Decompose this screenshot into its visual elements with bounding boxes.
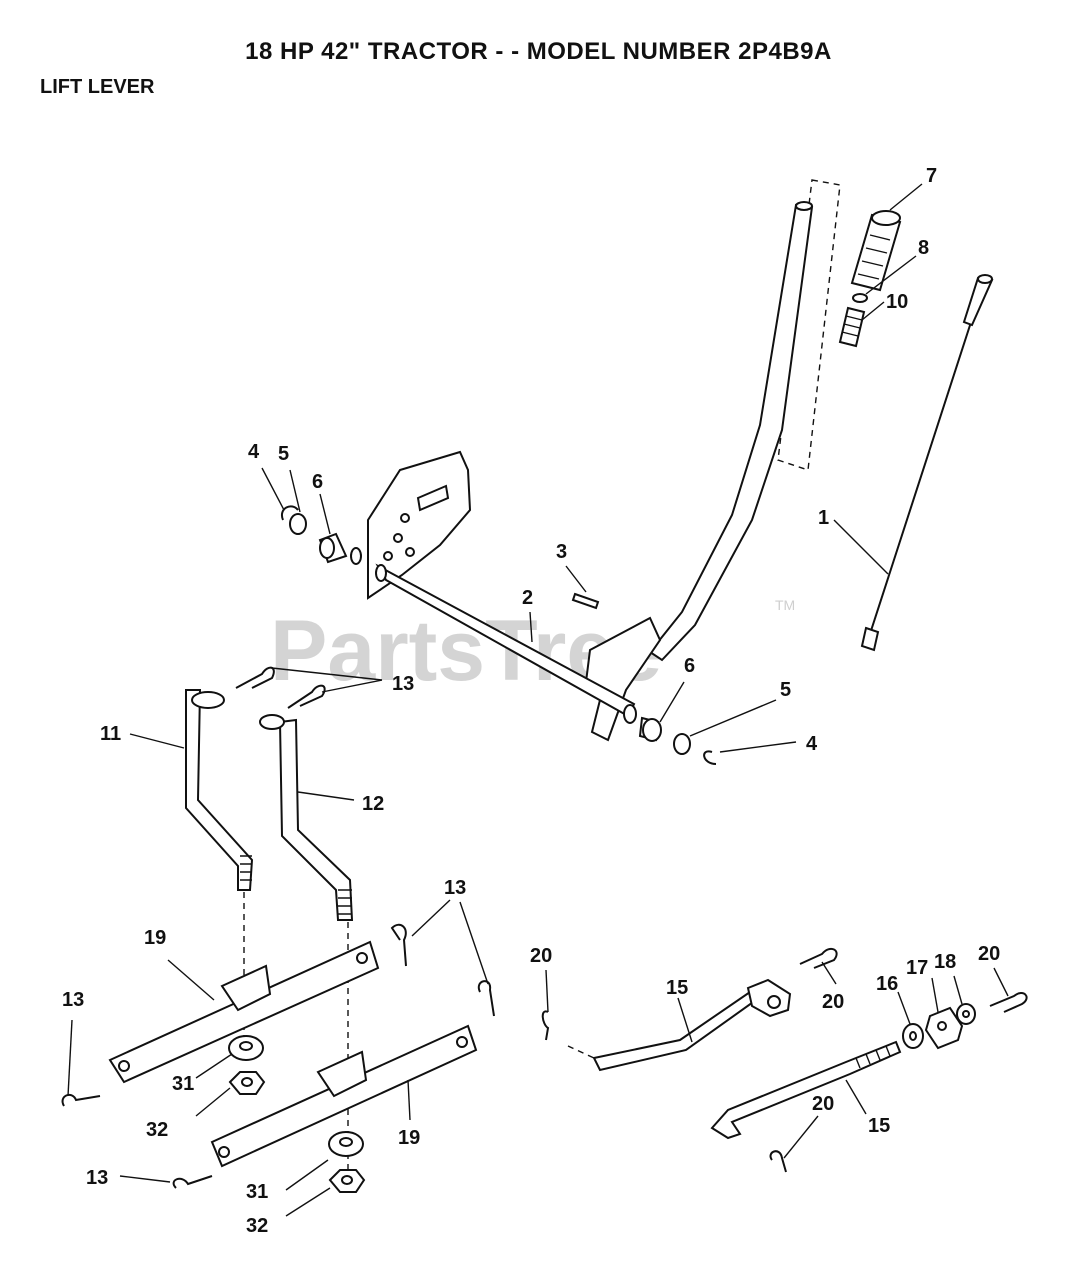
- part-16-jam-nut[interactable]: [902, 1023, 924, 1049]
- part-3-key[interactable]: [571, 592, 600, 610]
- callout-20-right: 20: [978, 943, 1000, 965]
- part-32-nut-upper[interactable]: [228, 1071, 266, 1095]
- page-title: 18 HP 42" TRACTOR - - MODEL NUMBER 2P4B9…: [245, 38, 832, 65]
- callout-4-upper: 4: [248, 441, 260, 463]
- part-15-rod-lower[interactable]: [710, 1040, 902, 1140]
- callout-12: 12: [362, 793, 384, 815]
- part-6-bushing-right[interactable]: [623, 704, 662, 742]
- part-6-bushing-left[interactable]: [318, 532, 362, 565]
- callout-4-lower: 4: [806, 733, 818, 755]
- part-20-pin-bottom[interactable]: [769, 1150, 787, 1173]
- callout-8: 8: [918, 237, 929, 259]
- callout-15-lower: 15: [868, 1115, 890, 1137]
- part-32-nut-lower[interactable]: [328, 1169, 366, 1193]
- callout-16: 16: [876, 973, 898, 995]
- callout-7: 7: [926, 165, 937, 187]
- callout-13-mid: 13: [444, 877, 466, 899]
- callout-6-upper: 6: [312, 471, 323, 493]
- part-13-pin-bottom[interactable]: [172, 1175, 213, 1189]
- part-11-lift-link[interactable]: [185, 689, 254, 891]
- callout-5-upper: 5: [278, 443, 289, 465]
- callout-31-lower: 31: [246, 1181, 268, 1203]
- callout-31-upper: 31: [172, 1073, 194, 1095]
- part-20-pin-left[interactable]: [541, 1010, 550, 1041]
- part-20-pin-upper[interactable]: [799, 947, 838, 969]
- callout-1: 1: [818, 507, 829, 529]
- part-7-grip[interactable]: [850, 210, 902, 292]
- callout-32-lower: 32: [246, 1215, 268, 1237]
- callout-32-upper: 32: [146, 1119, 168, 1141]
- part-15-rod-upper[interactable]: [567, 978, 792, 1072]
- callout-13-bottom: 13: [86, 1167, 108, 1189]
- lift-lever-handle[interactable]: [583, 201, 814, 742]
- callout-20-left: 20: [530, 945, 552, 967]
- part-13-pin-mid[interactable]: [390, 923, 407, 967]
- watermark-tm: TM: [775, 597, 795, 613]
- part-8-washer[interactable]: [852, 293, 868, 303]
- callout-13-left: 13: [62, 989, 84, 1011]
- callout-11: 11: [100, 723, 121, 745]
- callout-10: 10: [886, 291, 908, 313]
- part-1-lift-rod[interactable]: [860, 274, 994, 652]
- part-31-bushing-upper[interactable]: [228, 1035, 264, 1061]
- callout-19-upper: 19: [144, 927, 166, 949]
- callout-19-lower: 19: [398, 1127, 420, 1149]
- part-31-bushing-lower[interactable]: [328, 1131, 364, 1157]
- callout-18: 18: [934, 951, 956, 973]
- callout-13-upper: 13: [392, 673, 414, 695]
- leader-lines: [67, 183, 1009, 1217]
- part-20-pin-right[interactable]: [989, 992, 1028, 1013]
- mounting-plate[interactable]: [367, 450, 472, 600]
- part-4-clip-left[interactable]: [280, 505, 299, 521]
- callout-17: 17: [906, 957, 928, 979]
- part-18-nut[interactable]: [956, 1003, 976, 1025]
- part-13-pin-left[interactable]: [61, 1093, 101, 1107]
- part-13-pin-right[interactable]: [477, 980, 495, 1017]
- part-19-lift-arm-lower[interactable]: [210, 1024, 478, 1168]
- part-4-clip-right[interactable]: [703, 750, 717, 765]
- callout-20-bottom: 20: [812, 1093, 834, 1115]
- part-17-ferrule-block[interactable]: [924, 1006, 964, 1050]
- part-5-washer-left[interactable]: [289, 513, 307, 535]
- callout-20-upper: 20: [822, 991, 844, 1013]
- callout-15-upper: 15: [666, 977, 688, 999]
- part-10-spring[interactable]: [838, 306, 866, 348]
- callout-2: 2: [522, 587, 533, 609]
- part-19-lift-arm-upper[interactable]: [108, 940, 380, 1084]
- part-5-washer-right[interactable]: [673, 733, 691, 755]
- section-title: LIFT LEVER: [40, 76, 155, 98]
- part-12-lift-link[interactable]: [259, 714, 354, 921]
- callout-5-lower: 5: [780, 679, 791, 701]
- part-13-pins-upper[interactable]: [235, 666, 326, 709]
- callout-6-lower: 6: [684, 655, 695, 677]
- callout-3: 3: [556, 541, 567, 563]
